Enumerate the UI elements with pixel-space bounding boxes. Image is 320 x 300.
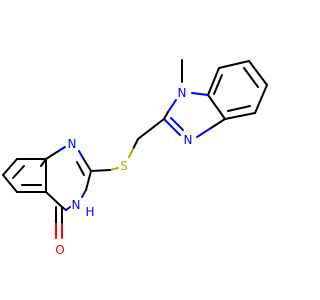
- bond-benzo-4: [224, 112, 256, 120]
- bond-ch2-3: [128, 148, 134, 158]
- bond-imid-3: [163, 118, 181, 136]
- bond-pyr-1n: [78, 150, 84, 159]
- bond-benzo-6: [207, 67, 220, 96]
- bond-s-c2: [109, 167, 119, 171]
- bond-benzo-5: [207, 94, 226, 120]
- atom-h-on-n: H: [85, 205, 94, 219]
- bond-ch2-1: [137, 118, 165, 140]
- bond-pyr-2n: [56, 146, 66, 153]
- bond-pyr-4: [45, 191, 63, 208]
- bond-pyr-5n: [65, 206, 71, 211]
- bond-imid-2: [167, 99, 177, 113]
- bond-pyr-6: [85, 170, 92, 191]
- atom-nh-quin: N: [72, 198, 81, 212]
- bond-qbz-3: [2, 174, 18, 193]
- atom-n-quin-top: N: [68, 137, 77, 151]
- atom-sulfur: S: [120, 159, 128, 173]
- bond-benzo-4b: [227, 105, 251, 112]
- bond-pyr-6n: [81, 189, 87, 198]
- bond-imid-3b: [170, 117, 184, 131]
- atom-oxygen: O: [55, 243, 64, 257]
- atom-n-imidazole: N: [184, 133, 193, 147]
- bond-benzo-2b: [243, 67, 259, 88]
- bond-s-c2b: [90, 169, 111, 172]
- molecule-structure: N N S N N H O: [2, 59, 268, 257]
- bond-ch2-2: [132, 138, 139, 150]
- atom-n-methyl: N: [178, 86, 187, 100]
- bond-benzo-2: [248, 60, 268, 86]
- bond-benzo-6b: [213, 74, 223, 95]
- bond-imid-4c: [210, 118, 226, 129]
- bond-qbz-5: [40, 158, 47, 167]
- bond-qbz-2: [2, 158, 18, 176]
- bond-pyr-1b: [76, 161, 85, 176]
- bond-qbz-2b: [12, 165, 25, 179]
- bond-imid-2c: [163, 111, 169, 120]
- bond-imid-4: [196, 127, 212, 138]
- bond-pyr-1: [82, 157, 92, 172]
- bond-benzo-3: [254, 84, 268, 114]
- bond-benzo-1: [218, 60, 250, 69]
- bond-pyr-2: [45, 151, 58, 160]
- bond-imid-1: [191, 92, 209, 96]
